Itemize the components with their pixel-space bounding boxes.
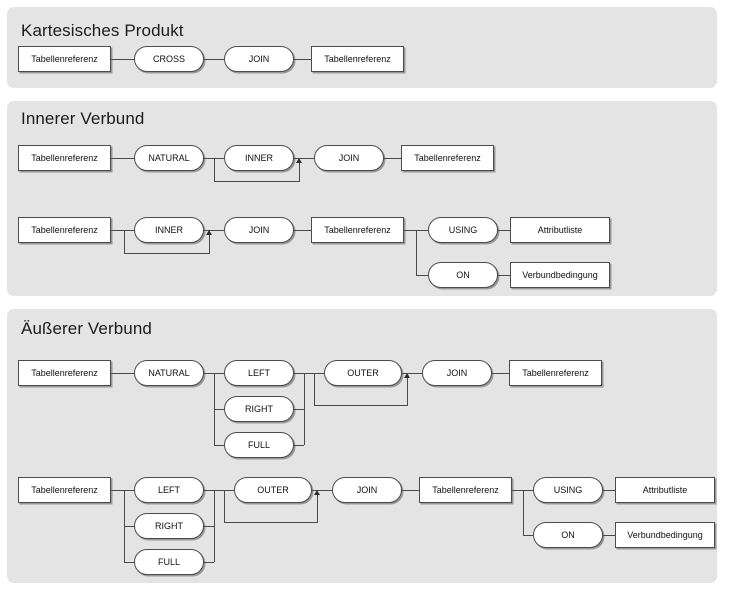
connector xyxy=(111,158,134,159)
connector xyxy=(204,59,224,60)
connector-full xyxy=(124,562,134,563)
connector-on xyxy=(523,535,533,536)
bypass-bottom-rail xyxy=(224,522,318,523)
node-left[interactable]: LEFT xyxy=(224,360,294,386)
connector xyxy=(492,373,509,374)
node-tabellenreferenz-right[interactable]: Tabellenreferenz xyxy=(311,46,404,72)
connector xyxy=(384,158,401,159)
connector xyxy=(404,230,416,231)
bypass-left-rail xyxy=(214,158,215,181)
panel-title-aeusserer-verbund: Äußerer Verbund xyxy=(21,319,152,338)
bypass-arrow-icon xyxy=(314,490,320,495)
branch-rail xyxy=(416,230,417,275)
panel-aeusserer-verbund: Äußerer Verbund Tabellenreferenz NATURAL… xyxy=(7,309,717,583)
connector xyxy=(498,230,510,231)
connector-right xyxy=(214,409,224,410)
branch-rail xyxy=(523,490,524,535)
node-tabellenreferenz-right[interactable]: Tabellenreferenz xyxy=(401,145,494,171)
node-tabellenreferenz-mid[interactable]: Tabellenreferenz xyxy=(419,477,512,503)
bypass-arrow-icon xyxy=(296,158,302,163)
node-tabellenreferenz-left[interactable]: Tabellenreferenz xyxy=(18,217,111,243)
bypass-arrow-icon xyxy=(206,230,212,235)
node-natural[interactable]: NATURAL xyxy=(134,145,204,171)
node-attributliste[interactable]: Attributliste xyxy=(615,477,715,503)
connector xyxy=(111,59,134,60)
connector-right-out xyxy=(204,526,214,527)
connector xyxy=(111,373,134,374)
connector xyxy=(111,490,124,491)
connector-left-out xyxy=(204,490,214,491)
bypass-right-rail xyxy=(209,235,210,253)
connector-on xyxy=(416,275,428,276)
alt-right-rail xyxy=(304,373,305,445)
connector-right-out xyxy=(294,409,304,410)
connector-using xyxy=(416,230,428,231)
node-verbundbedingung[interactable]: Verbundbedingung xyxy=(510,262,610,288)
connector-right xyxy=(124,526,134,527)
connector-full-out xyxy=(204,562,214,563)
bypass-left-rail xyxy=(124,230,125,253)
node-tabellenreferenz-right[interactable]: Tabellenreferenz xyxy=(509,360,602,386)
node-join[interactable]: JOIN xyxy=(224,217,294,243)
connector xyxy=(111,230,134,231)
connector xyxy=(294,158,314,159)
connector-full-out xyxy=(294,445,304,446)
node-using[interactable]: USING xyxy=(533,477,603,503)
connector xyxy=(402,490,419,491)
bypass-bottom-rail xyxy=(214,181,300,182)
node-left[interactable]: LEFT xyxy=(134,477,204,503)
node-natural[interactable]: NATURAL xyxy=(134,360,204,386)
bypass-bottom-rail xyxy=(314,405,408,406)
node-join[interactable]: JOIN xyxy=(422,360,492,386)
node-right[interactable]: RIGHT xyxy=(134,513,204,539)
node-join[interactable]: JOIN xyxy=(332,477,402,503)
connector xyxy=(294,59,311,60)
node-outer[interactable]: OUTER xyxy=(234,477,312,503)
node-full[interactable]: FULL xyxy=(224,432,294,458)
node-outer[interactable]: OUTER xyxy=(324,360,402,386)
node-full[interactable]: FULL xyxy=(134,549,204,575)
node-verbundbedingung[interactable]: Verbundbedingung xyxy=(615,522,715,548)
node-tabellenreferenz-left[interactable]: Tabellenreferenz xyxy=(18,145,111,171)
connector xyxy=(294,230,311,231)
alt-right-rail xyxy=(214,490,215,562)
node-attributliste[interactable]: Attributliste xyxy=(510,217,610,243)
connector xyxy=(204,230,224,231)
connector xyxy=(498,275,510,276)
node-tabellenreferenz-left[interactable]: Tabellenreferenz xyxy=(18,477,111,503)
node-tabellenreferenz-mid[interactable]: Tabellenreferenz xyxy=(311,217,404,243)
panel-title-kartesisches-produkt: Kartesisches Produkt xyxy=(21,21,184,40)
connector xyxy=(603,490,615,491)
node-tabellenreferenz-left[interactable]: Tabellenreferenz xyxy=(18,46,111,72)
node-join[interactable]: JOIN xyxy=(224,46,294,72)
node-inner[interactable]: INNER xyxy=(134,217,204,243)
bypass-arrow-icon xyxy=(404,373,410,378)
connector xyxy=(603,535,615,536)
bypass-right-rail xyxy=(407,378,408,405)
connector-using xyxy=(523,490,533,491)
panel-innerer-verbund: Innerer Verbund Tabellenreferenz NATURAL… xyxy=(7,101,717,296)
node-cross[interactable]: CROSS xyxy=(134,46,204,72)
connector xyxy=(402,373,422,374)
connector-full xyxy=(214,445,224,446)
panel-title-innerer-verbund: Innerer Verbund xyxy=(21,109,145,128)
bypass-left-rail xyxy=(314,373,315,405)
bypass-right-rail xyxy=(317,495,318,522)
node-using[interactable]: USING xyxy=(428,217,498,243)
bypass-right-rail xyxy=(299,163,300,181)
connector xyxy=(512,490,523,491)
node-right[interactable]: RIGHT xyxy=(224,396,294,422)
node-join[interactable]: JOIN xyxy=(314,145,384,171)
bypass-left-rail xyxy=(224,490,225,522)
node-inner[interactable]: INNER xyxy=(224,145,294,171)
node-on[interactable]: ON xyxy=(533,522,603,548)
bypass-bottom-rail xyxy=(124,253,210,254)
connector-left xyxy=(124,490,134,491)
node-tabellenreferenz-left[interactable]: Tabellenreferenz xyxy=(18,360,111,386)
connector xyxy=(312,490,332,491)
connector-left xyxy=(214,373,224,374)
connector-left-out xyxy=(294,373,304,374)
node-on[interactable]: ON xyxy=(428,262,498,288)
panel-kartesisches-produkt: Kartesisches Produkt Tabellenreferenz CR… xyxy=(7,7,717,88)
